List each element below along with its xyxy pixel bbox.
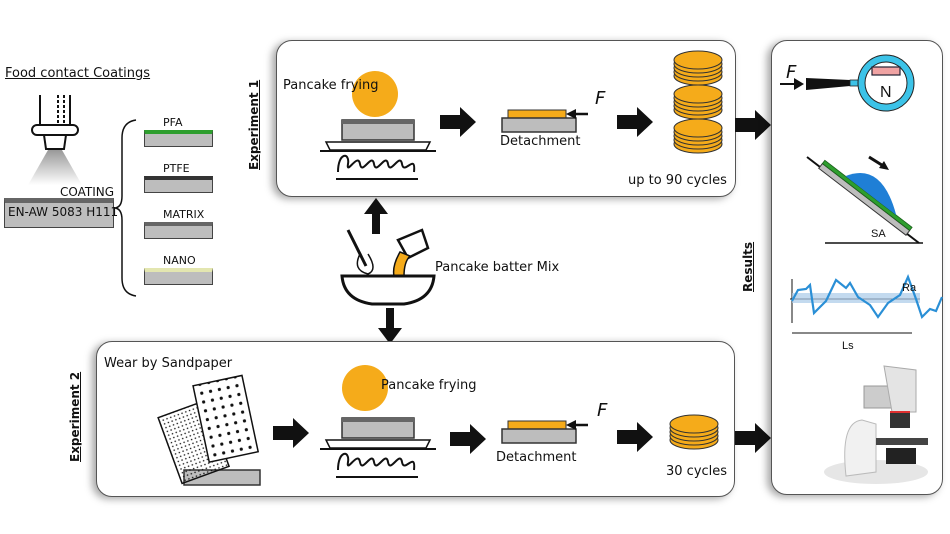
arrow-right-icon xyxy=(735,423,771,453)
experiment2-label: Experiment 2 xyxy=(68,371,82,462)
batter-mix-icon xyxy=(340,228,436,306)
results-force-label: F xyxy=(786,62,797,83)
arrow-right-icon xyxy=(440,107,476,137)
pancake xyxy=(673,84,723,104)
pancake xyxy=(673,50,723,70)
exp2-frying-icon xyxy=(320,365,436,478)
pancake xyxy=(669,414,719,434)
arrow-right-icon xyxy=(617,422,653,452)
exp2-cycles-label: 30 cycles xyxy=(666,464,728,479)
arrow-right-icon xyxy=(273,418,309,448)
pancake xyxy=(673,118,723,138)
exp1-force-label: F xyxy=(595,88,606,109)
coating-sample-label: PTFE xyxy=(163,162,190,175)
coating-sample-label: NANO xyxy=(163,254,196,267)
exp2-detachment-icon xyxy=(501,420,588,444)
coating-sample-pfa xyxy=(144,130,213,147)
coating-sample-matrix xyxy=(144,222,213,239)
brace-icon xyxy=(113,119,137,297)
slide-angle-icon: SA xyxy=(806,155,923,244)
exp1-detachment-label: Detachment xyxy=(500,134,581,149)
arrow-down-icon xyxy=(378,308,402,344)
gauge-unit: N xyxy=(880,84,892,101)
roughness-profile-icon: Ra Ls xyxy=(790,274,944,352)
substrate-label: EN-AW 5083 H111 xyxy=(8,205,119,219)
experiment1-label: Experiment 1 xyxy=(247,79,261,170)
spray-gun-icon xyxy=(28,95,82,185)
exp1-cycles-label: up to 90 cycles xyxy=(628,173,727,188)
batter-mix-label: Pancake batter Mix xyxy=(435,260,560,275)
pancake-stack-30-icon xyxy=(669,414,719,450)
coatings-title: Food contact Coatings xyxy=(5,66,151,81)
roughness-ls-label: Ls xyxy=(842,340,854,352)
exp1-frying-icon xyxy=(320,71,436,180)
force-gauge-icon: N xyxy=(780,54,915,112)
arrow-right-icon xyxy=(617,107,653,137)
arrow-right-icon xyxy=(735,110,771,140)
arrow-up-icon xyxy=(364,198,388,234)
exp2-frying-label: Pancake frying xyxy=(381,378,477,393)
substrate-plate: EN-AW 5083 H111 xyxy=(4,198,118,228)
exp1-frying-label: Pancake frying xyxy=(283,78,379,93)
sandpaper-icon xyxy=(157,374,261,486)
roughness-ra-label: Ra xyxy=(902,282,917,294)
coating-sample-label: MATRIX xyxy=(163,208,205,221)
coating-sample-ptfe xyxy=(144,176,213,193)
arrow-right-icon xyxy=(450,424,486,454)
results-label: Results xyxy=(741,241,755,292)
coating-label: COATING xyxy=(60,185,115,199)
results-panel xyxy=(771,40,943,495)
exp2-detachment-label: Detachment xyxy=(496,450,577,465)
slide-angle-label: SA xyxy=(871,228,886,240)
exp2-sandpaper-label: Wear by Sandpaper xyxy=(104,356,233,371)
coating-sample-label: PFA xyxy=(163,116,183,129)
exp1-detachment-icon xyxy=(501,109,588,133)
coating-sample-nano xyxy=(144,268,213,285)
microscope-icon xyxy=(824,365,928,484)
pancake-stack-90-icon xyxy=(673,50,723,154)
exp2-force-label: F xyxy=(597,400,608,421)
